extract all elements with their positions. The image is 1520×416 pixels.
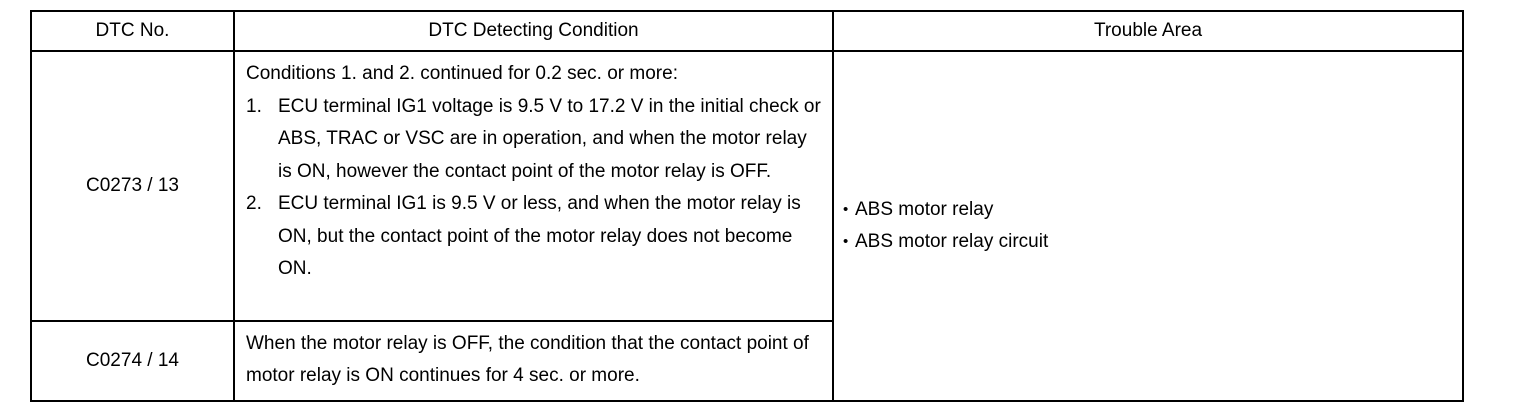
detecting-condition-cell: When the motor relay is OFF, the conditi… <box>233 320 834 402</box>
bullet-icon: • <box>843 201 849 218</box>
condition-number: 1. <box>246 95 262 117</box>
detecting-condition-cell: Conditions 1. and 2. continued for 0.2 s… <box>233 50 834 322</box>
condition-list: 1. ECU terminal IG1 voltage is 9.5 V to … <box>246 91 824 286</box>
condition-text: ECU terminal IG1 voltage is 9.5 V to 17.… <box>278 95 821 182</box>
condition-item: 2. ECU terminal IG1 is 9.5 V or less, an… <box>246 188 824 286</box>
condition-text: ECU terminal IG1 is 9.5 V or less, and w… <box>278 193 801 279</box>
header-dtc-no: DTC No. <box>30 10 235 52</box>
dtc-code-cell: C0273 / 13 <box>30 50 235 322</box>
condition-item: 1. ECU terminal IG1 voltage is 9.5 V to … <box>246 91 824 189</box>
dtc-table: DTC No. DTC Detecting Condition Trouble … <box>30 10 1464 402</box>
table-row: C0274 / 14 When the motor relay is OFF, … <box>30 320 1463 402</box>
trouble-area-cell: • ABS motor relay • ABS motor relay circ… <box>832 50 1464 402</box>
trouble-area-text: ABS motor relay circuit <box>855 231 1049 252</box>
condition-number: 2. <box>246 193 262 214</box>
trouble-area-text: ABS motor relay <box>855 199 994 220</box>
trouble-area-item: • ABS motor relay <box>843 194 1462 226</box>
dtc-code-cell: C0274 / 14 <box>30 320 235 402</box>
table-row: C0273 / 13 Conditions 1. and 2. continue… <box>30 50 1464 402</box>
header-detecting-condition: DTC Detecting Condition <box>233 10 834 52</box>
header-row: DTC No. DTC Detecting Condition Trouble … <box>30 10 1464 52</box>
header-trouble-area: Trouble Area <box>832 10 1464 52</box>
bullet-icon: • <box>843 233 849 250</box>
condition-intro: Conditions 1. and 2. continued for 0.2 s… <box>246 63 678 84</box>
trouble-area-item: • ABS motor relay circuit <box>843 226 1462 258</box>
trouble-area-list: • ABS motor relay • ABS motor relay circ… <box>843 194 1462 258</box>
